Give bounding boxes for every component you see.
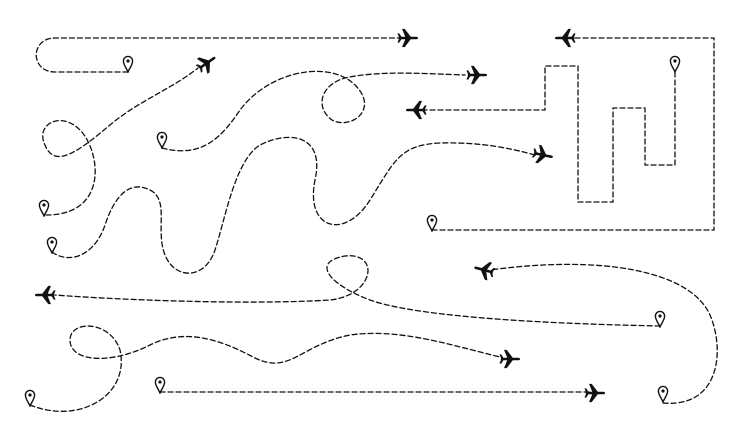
route-6 bbox=[46, 136, 555, 274]
airplane-icon bbox=[471, 258, 497, 282]
dashed-path bbox=[51, 136, 536, 274]
dashed-path bbox=[489, 263, 718, 404]
airplane-icon bbox=[584, 383, 606, 403]
dashed-path bbox=[35, 37, 401, 73]
dashed-path bbox=[29, 325, 501, 412]
route-5 bbox=[405, 55, 681, 203]
location-pin-icon bbox=[426, 214, 438, 232]
dashed-path bbox=[161, 70, 466, 152]
route-7 bbox=[34, 255, 666, 328]
route-4 bbox=[426, 28, 715, 232]
route-9 bbox=[24, 325, 521, 412]
airplane-icon bbox=[554, 28, 576, 48]
route-1 bbox=[35, 28, 419, 73]
route-10 bbox=[154, 376, 606, 403]
location-pin-icon bbox=[46, 236, 58, 254]
location-pin-icon bbox=[654, 310, 666, 328]
airplane-icon bbox=[530, 143, 555, 167]
location-pin-icon bbox=[669, 55, 681, 73]
location-pin-icon bbox=[38, 199, 50, 217]
route-2 bbox=[38, 49, 221, 217]
location-pin-icon bbox=[24, 389, 36, 407]
airplane-icon bbox=[499, 349, 521, 369]
airplane-icon bbox=[466, 65, 488, 85]
location-pin-icon bbox=[156, 131, 168, 149]
location-pin-icon bbox=[657, 385, 669, 403]
airplane-icon bbox=[34, 285, 56, 305]
location-pin-icon bbox=[122, 55, 134, 73]
route-3 bbox=[156, 65, 488, 152]
airplane-icon bbox=[405, 100, 427, 120]
airplane-icon bbox=[193, 49, 221, 77]
route-8 bbox=[471, 258, 718, 404]
dashed-path bbox=[42, 67, 199, 216]
location-pin-icon bbox=[154, 376, 166, 394]
dashed-path bbox=[431, 37, 715, 231]
dashed-path bbox=[54, 255, 661, 327]
airplane-icon bbox=[397, 28, 419, 48]
dashed-path bbox=[424, 65, 676, 203]
